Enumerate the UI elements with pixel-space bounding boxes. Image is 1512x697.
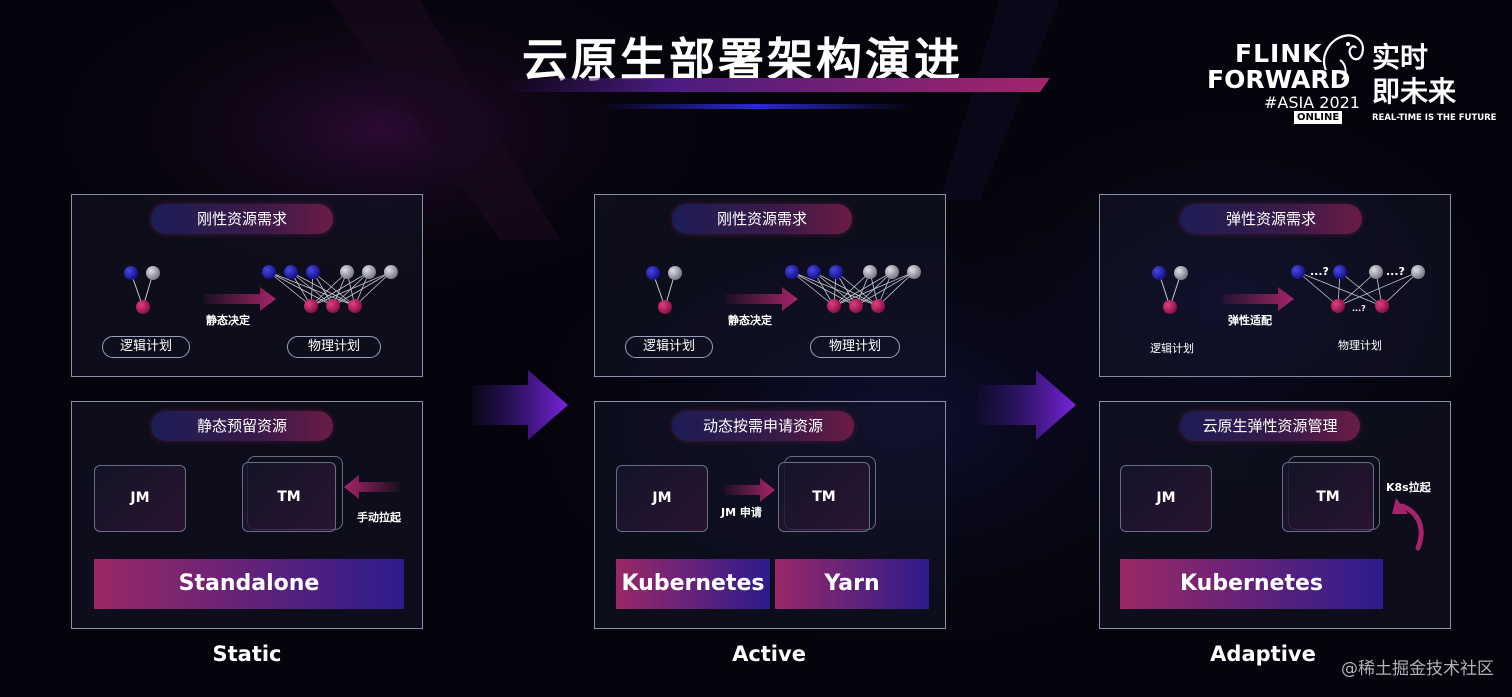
active-logical-plan-label: 逻辑计划 [625, 336, 713, 358]
transition-arrow-2 [978, 370, 1076, 440]
static-physical-nodes [262, 265, 398, 313]
logo-slogan: REAL-TIME IS THE FUTURE [1372, 113, 1497, 123]
static-tm-box: TM [242, 462, 336, 532]
active-footer: Active [732, 642, 806, 666]
active-resource-pill: 动态按需申请资源 [672, 411, 854, 441]
adaptive-physical-plan-label: 物理计划 [1338, 339, 1382, 352]
active-platform-kubernetes: Kubernetes [616, 559, 770, 609]
active-jm-request-arrow [724, 478, 775, 502]
adaptive-unknown-3: ...? [1352, 304, 1366, 313]
active-logical-graph [646, 266, 682, 314]
static-arrow-label: 静态决定 [206, 314, 250, 327]
active-jm-box: JM [616, 465, 708, 532]
adaptive-unknown-2: ...? [1386, 265, 1405, 278]
static-logical-plan-label: 逻辑计划 [102, 336, 190, 358]
flink-forward-logo: FLINK FORWARD #ASIA 2021 ONLINE 实时 即未来 R… [1200, 34, 1497, 128]
adaptive-unknown-1: ...? [1310, 265, 1329, 278]
logo-line1: FLINK [1235, 39, 1323, 68]
static-logical-graph [124, 266, 160, 314]
active-arrow-label: 静态决定 [728, 314, 772, 327]
adaptive-resource-pill: 云原生弹性资源管理 [1180, 411, 1360, 441]
logo-line3: #ASIA 2021 [1264, 93, 1360, 112]
active-requirement-pill: 刚性资源需求 [672, 204, 852, 234]
adaptive-k8s-arrowhead [1392, 498, 1408, 514]
static-decision-arrow [204, 287, 276, 311]
active-jm-note: JM 申请 [721, 506, 762, 519]
adaptive-footer: Adaptive [1210, 642, 1316, 666]
static-footer: Static [212, 642, 282, 666]
static-physical-plan-label: 物理计划 [287, 336, 381, 358]
adaptive-physical-graph [1297, 271, 1419, 307]
logo-cn-line2: 即未来 [1372, 75, 1457, 108]
static-requirement-pill: 刚性资源需求 [151, 204, 333, 234]
static-platform-standalone: Standalone [94, 559, 404, 609]
adaptive-logical-graph [1152, 266, 1188, 314]
adaptive-requirement-pill: 弹性资源需求 [1180, 204, 1362, 234]
squirrel-icon [1322, 34, 1364, 81]
active-platform-yarn: Yarn [775, 559, 929, 609]
active-physical-nodes [785, 265, 921, 313]
logo-badge: ONLINE [1294, 111, 1343, 124]
adaptive-tm-box: TM [1282, 462, 1374, 532]
adaptive-decision-arrow [1222, 287, 1294, 311]
active-physical-plan-label: 物理计划 [810, 336, 900, 358]
logo-cn-line1: 实时 [1372, 41, 1429, 74]
adaptive-tm-note: K8s拉起 [1386, 481, 1431, 494]
adaptive-platform-kubernetes: Kubernetes [1120, 559, 1383, 609]
active-decision-arrow [726, 287, 798, 311]
static-manual-arrow [344, 475, 399, 499]
logo-line2: FORWARD [1207, 65, 1351, 94]
adaptive-arrow-label: 弹性适配 [1228, 314, 1272, 327]
active-tm-box: TM [778, 462, 870, 532]
adaptive-jm-box: JM [1120, 465, 1212, 532]
static-jm-box: JM [94, 465, 186, 532]
adaptive-physical-nodes [1291, 265, 1425, 313]
static-resource-pill: 静态预留资源 [151, 411, 333, 441]
adaptive-k8s-arrow [1399, 503, 1424, 551]
adaptive-logical-plan-label: 逻辑计划 [1150, 342, 1194, 355]
title-underline-blue [600, 104, 910, 109]
static-tm-note: 手动拉起 [357, 511, 401, 524]
watermark: @稀土掘金技术社区 [1341, 659, 1494, 679]
transition-arrow-1 [472, 370, 568, 440]
